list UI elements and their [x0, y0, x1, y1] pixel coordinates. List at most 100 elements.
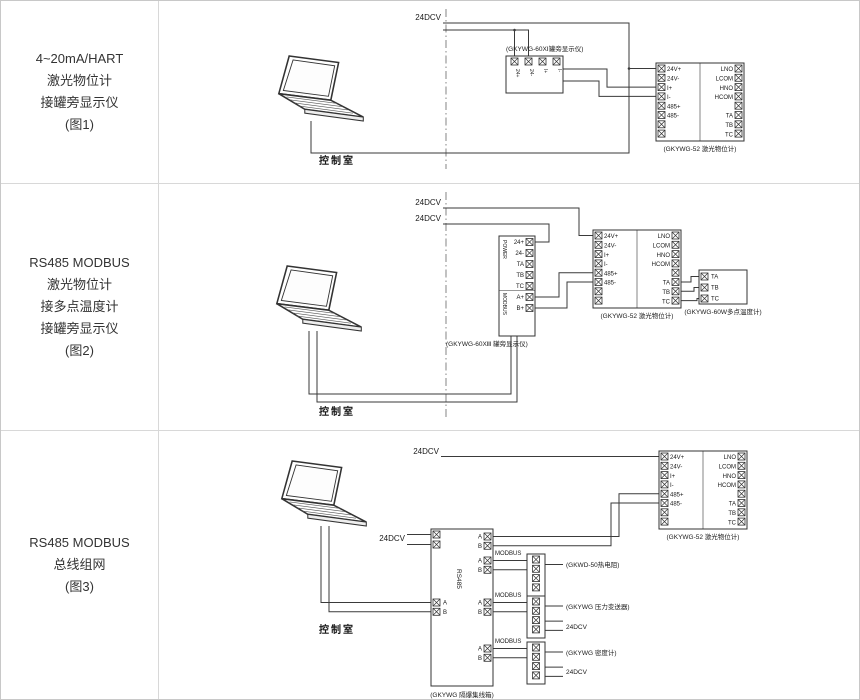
- terminal-label: 24+: [514, 240, 525, 246]
- power-supply-label: 24DCV: [379, 534, 405, 543]
- row1-svg: 控制室 24DCV (GKYWG-60XⅠ罐旁显示仪): [278, 9, 745, 169]
- thermometer-block: TA TB TC (GKYWG-60W多点温度计): [684, 269, 762, 316]
- row3-svg: 控制室 24DCV 24DCV: [281, 447, 748, 699]
- caption-line: (图3): [65, 579, 94, 594]
- row3-caption: RS485 MODBUS 总线组网 (图3): [1, 431, 159, 699]
- terminal-label: I-: [556, 69, 562, 72]
- terminal-label: 485+: [667, 104, 681, 110]
- power-group-label: POWER: [501, 240, 507, 259]
- terminal-label: B: [478, 610, 482, 616]
- terminal-label: A: [478, 647, 482, 653]
- tank-side-indicator-block: (GKYWG-60XⅠ罐旁显示仪) 24+ 24- I+ I-: [505, 44, 583, 94]
- terminal-label: 24V-: [670, 465, 682, 471]
- terminal-label: B: [478, 544, 482, 550]
- row1-caption: 4~20mA/HART 激光物位计 接罐旁显示仪 (图1): [1, 1, 159, 183]
- terminal-label: B: [478, 656, 482, 662]
- terminal-label: TA: [711, 275, 718, 281]
- terminal-label: 24+: [514, 69, 520, 78]
- modbus-label: MODBUS: [495, 639, 521, 645]
- power-supply-label: 24DCV: [415, 198, 441, 207]
- rs485-label: RS485: [455, 569, 462, 589]
- gauge-block-label: (GKYWG-52 激光物位计): [601, 311, 674, 320]
- terminal-label: 24V+: [667, 67, 682, 73]
- laptop-icon: [276, 265, 363, 332]
- terminal-label: 24V+: [604, 234, 619, 240]
- caption-line: 总线组网: [53, 557, 106, 572]
- row2-caption: RS485 MODBUS 激光物位计 接多点温度计 接罐旁显示仪 (图2): [1, 184, 159, 430]
- power-supply-label: 24DCV: [566, 669, 588, 676]
- terminal-label: A: [443, 601, 447, 607]
- wires: [320, 456, 659, 677]
- terminal-label: HCOM: [715, 95, 733, 101]
- row1-diagram: 控制室 24DCV (GKYWG-60XⅠ罐旁显示仪): [159, 1, 859, 183]
- terminal-label: HCOM: [652, 262, 670, 268]
- terminal-label: I+: [604, 253, 610, 259]
- terminal-label: TA: [726, 114, 733, 120]
- terminal-label: I+: [667, 86, 673, 92]
- terminal: [552, 57, 561, 66]
- terminal-label: LNO: [658, 234, 671, 240]
- terminal-label: TB: [728, 511, 736, 517]
- diagram-row-3: RS485 MODBUS 总线组网 (图3) 控制室 24DCV 24DCV: [1, 431, 859, 699]
- block-label: (GKYWG-60W多点温度计): [684, 307, 761, 316]
- terminal-label: TA: [663, 281, 670, 287]
- terminal-label: A: [478, 559, 482, 565]
- terminal-label: 485+: [670, 492, 684, 498]
- modbus-terminal-strip: [526, 553, 546, 597]
- terminal-label: I-: [670, 483, 674, 489]
- power-supply-label: 24DCV: [413, 447, 439, 456]
- terminal-label: A: [478, 601, 482, 607]
- caption-line: 接多点温度计: [40, 299, 119, 314]
- terminal-label: LCOM: [653, 244, 670, 250]
- terminal-label: TC: [725, 132, 734, 138]
- diagram-row-1: 4~20mA/HART 激光物位计 接罐旁显示仪 (图1) 控制室 24DCV: [1, 1, 859, 184]
- junction-box-block: A B RS485 A B A B A B A B (GKYWG 隔爆集线箱): [430, 528, 494, 699]
- control-room-label: 控制室: [319, 623, 355, 636]
- device-label-density: (GKYWG 密度计): [566, 648, 617, 657]
- terminal-label: 24V-: [604, 244, 616, 250]
- terminal-label: LCOM: [719, 465, 736, 471]
- laptop-icon: [281, 460, 368, 527]
- terminal-label: LCOM: [716, 77, 733, 83]
- row2-svg: 控制室 24DCV 24DCV 24+: [276, 192, 762, 418]
- modbus-label: MODBUS: [495, 551, 521, 557]
- terminal-label: LNO: [721, 67, 734, 73]
- caption-line: 激光物位计: [46, 73, 112, 88]
- terminal: [510, 57, 519, 66]
- caption-line: 激光物位计: [46, 277, 112, 292]
- block-label: (GKYWG-60XⅠ罐旁显示仪): [506, 44, 583, 53]
- caption-line: RS485 MODBUS: [29, 535, 130, 550]
- terminal-label: B: [478, 568, 482, 574]
- tank-side-indicator-block: 24+ 24- TA TB TC A+ B+ POWER MODBUS (GKY…: [446, 235, 536, 348]
- terminal-label: B+: [516, 306, 524, 312]
- terminal-label: I+: [542, 69, 548, 73]
- terminal-label: 24V+: [670, 455, 685, 461]
- terminal-label: TA: [517, 262, 524, 268]
- power-supply-label: 24DCV: [566, 624, 588, 631]
- terminal-label: TB: [662, 290, 670, 296]
- terminal-label: 24V-: [667, 77, 679, 83]
- block-label: (GKYWG-60XⅢ 罐旁显示仪): [446, 339, 528, 348]
- terminal: [432, 530, 441, 539]
- device-label-pressure: (GKYWG 压力变送器): [566, 602, 630, 611]
- modbus-label: MODBUS: [495, 593, 521, 599]
- caption-line: (图1): [65, 117, 94, 132]
- terminal-label: 485-: [670, 502, 682, 508]
- terminal: [524, 57, 533, 66]
- terminal-label: TB: [725, 123, 733, 129]
- caption-line: (图2): [65, 343, 94, 358]
- terminal-label: I-: [667, 95, 671, 101]
- gauge-block-label: (GKYWG-52 激光物位计): [667, 532, 740, 541]
- terminal-label: I-: [604, 262, 608, 268]
- modbus-terminal-strip: [526, 595, 546, 639]
- caption-line: 4~20mA/HART: [35, 51, 124, 66]
- terminal-label: B: [443, 610, 447, 616]
- wires: [310, 22, 656, 154]
- modbus-terminal-strip: [526, 641, 546, 685]
- diagram-row-2: RS485 MODBUS 激光物位计 接多点温度计 接罐旁显示仪 (图2) 控制…: [1, 184, 859, 431]
- terminal: [538, 57, 547, 66]
- terminal-label: HCOM: [718, 483, 736, 489]
- terminal-label: HNO: [720, 86, 734, 92]
- terminal-label: 485-: [604, 281, 616, 287]
